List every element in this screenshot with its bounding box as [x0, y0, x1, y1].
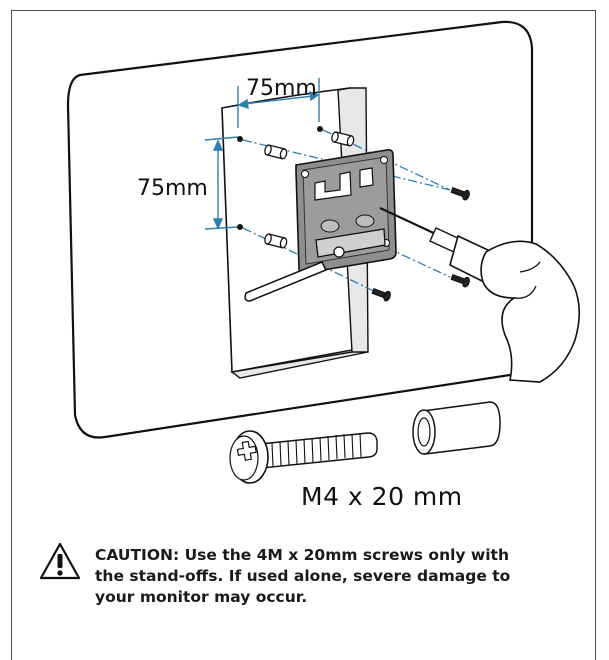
dimension-horizontal-label: 75mm — [246, 76, 317, 101]
warning-triangle-icon — [39, 542, 81, 580]
caution-notice: CAUTION: Use the 4M x 20mm screws only w… — [39, 541, 599, 621]
caution-text: CAUTION: Use the 4M x 20mm screws only w… — [95, 545, 595, 608]
dimension-vertical — [204, 136, 239, 230]
mounting-illustration: 75mm 75mm — [66, 20, 581, 484]
screws-scene — [371, 187, 470, 302]
standoffs — [264, 131, 355, 249]
screw-size-label: M4 x 20 mm — [301, 482, 463, 511]
lever-arm — [244, 261, 328, 302]
hand — [480, 240, 581, 383]
caution-line: the stand-offs. If used alone, severe da… — [95, 567, 511, 585]
screw-detail — [229, 430, 378, 484]
standoff-detail — [412, 401, 501, 455]
dimension-horizontal — [237, 78, 320, 128]
caution-line: CAUTION: Use the 4M x 20mm screws only w… — [95, 546, 509, 564]
dimension-vertical-label: 75mm — [137, 176, 208, 201]
mounting-plate — [295, 149, 397, 274]
page-frame — [11, 10, 596, 660]
caution-line: your monitor may occur. — [95, 588, 308, 606]
